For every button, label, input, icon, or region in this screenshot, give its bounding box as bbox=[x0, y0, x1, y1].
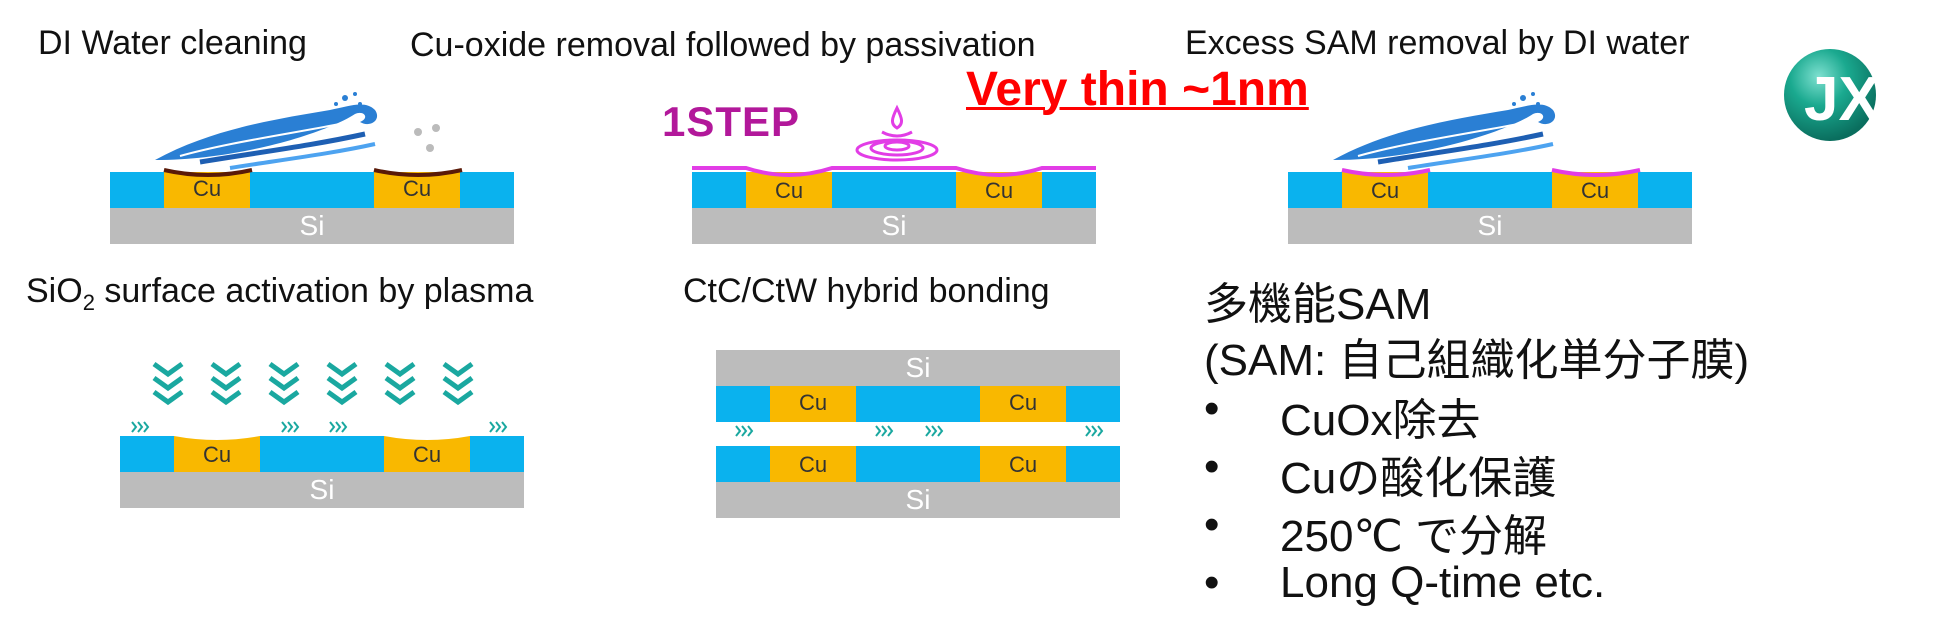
cu-recess bbox=[174, 436, 470, 440]
emphasis-very-thin: Very thin ~1nm bbox=[966, 63, 1309, 116]
water-wave-icon bbox=[1333, 92, 1556, 170]
panel-cu-oxide: Cu Cu Si bbox=[692, 80, 1112, 250]
plasma-chevrons-icon bbox=[152, 361, 474, 406]
cu-label: Cu bbox=[402, 176, 432, 201]
cu-label: Cu bbox=[1008, 390, 1038, 415]
logo-text: JX bbox=[1804, 65, 1880, 134]
cu-label: Cu bbox=[798, 390, 828, 415]
cu-pad bbox=[374, 172, 460, 208]
bonding-interface bbox=[735, 422, 1104, 444]
bullet-text: Long Q-time etc. bbox=[1280, 558, 1606, 607]
panel-excess-sam: Cu Cu Si bbox=[1288, 80, 1708, 250]
si-substrate-top bbox=[716, 350, 1120, 386]
bullet-text: Cuの酸化保護 bbox=[1280, 454, 1557, 503]
si-label: Si bbox=[881, 210, 907, 241]
cu-label: Cu bbox=[412, 442, 442, 467]
cu-pad bbox=[770, 446, 856, 482]
cu-label: Cu bbox=[1370, 178, 1400, 203]
bullet-dot: • bbox=[1204, 384, 1220, 433]
title-hybrid-bonding: CtC/CtW hybrid bonding bbox=[683, 272, 1050, 310]
cu-pad bbox=[980, 446, 1066, 482]
bullet-dot: • bbox=[1204, 558, 1220, 607]
cu-pad bbox=[1342, 172, 1428, 208]
si-substrate bbox=[692, 208, 1096, 244]
droplet-ripple-icon bbox=[855, 104, 939, 162]
cu-pad bbox=[164, 172, 250, 208]
si-label: Si bbox=[1477, 210, 1503, 241]
title-di-water-cleaning: DI Water cleaning bbox=[38, 24, 307, 62]
bullet-dot: • bbox=[1204, 442, 1220, 491]
cu-pad bbox=[174, 436, 260, 472]
cu-pad bbox=[956, 172, 1042, 208]
si-substrate bbox=[110, 208, 514, 244]
si-substrate-bottom bbox=[716, 482, 1120, 518]
si-substrate bbox=[1288, 208, 1692, 244]
sam-layer bbox=[1341, 168, 1641, 177]
si-label: Si bbox=[905, 352, 931, 383]
sam-heading: 多機能SAM bbox=[1204, 280, 1432, 329]
cu-label: Cu bbox=[202, 442, 232, 467]
bullet-text: 250℃ で分解 bbox=[1280, 512, 1548, 561]
cu-label: Cu bbox=[798, 452, 828, 477]
cu-pad bbox=[746, 172, 832, 208]
cu-pad bbox=[384, 436, 470, 472]
si-substrate bbox=[120, 472, 524, 508]
particles-icon bbox=[410, 122, 440, 158]
cu-label: Cu bbox=[192, 176, 222, 201]
sam-subheading: (SAM: 自己組織化単分子膜) bbox=[1204, 336, 1750, 385]
bullet-dot: • bbox=[1204, 500, 1220, 549]
si-label: Si bbox=[309, 474, 335, 505]
sam-layer bbox=[692, 166, 1096, 177]
si-label: Si bbox=[299, 210, 325, 241]
cu-label: Cu bbox=[1008, 452, 1038, 477]
cu-pad bbox=[980, 386, 1066, 422]
water-wave-icon bbox=[155, 92, 378, 170]
step-label: 1STEP bbox=[662, 98, 801, 145]
jx-logo: JX bbox=[1778, 40, 1898, 150]
sio2-prefix: SiO bbox=[26, 272, 83, 310]
cu-oxide-layer bbox=[163, 168, 463, 177]
cu-label: Cu bbox=[1580, 178, 1610, 203]
sam-bullet-list: • CuOx除去 • Cuの酸化保護 • 250℃ で分解 • Long Q-t… bbox=[1204, 384, 1904, 624]
si-label: Si bbox=[905, 484, 931, 515]
activation-marks-icon bbox=[131, 421, 508, 433]
panel-di-water: Cu Cu Si bbox=[110, 80, 530, 250]
cu-label: Cu bbox=[984, 178, 1014, 203]
cu-pad bbox=[1552, 172, 1638, 208]
sio2-suffix: surface activation by plasma bbox=[94, 272, 534, 310]
cu-label: Cu bbox=[774, 178, 804, 203]
title-cu-oxide-removal: Cu-oxide removal followed by passivation bbox=[410, 26, 1036, 64]
cu-pad bbox=[770, 386, 856, 422]
panel-hybrid-bonding: Si Cu Cu Cu Cu Si bbox=[716, 350, 1136, 520]
sio2-subscript: 2 bbox=[82, 289, 95, 315]
title-excess-sam-removal: Excess SAM removal by DI water bbox=[1185, 24, 1690, 62]
bullet-text: CuOx除去 bbox=[1280, 396, 1481, 445]
panel-plasma: Cu Cu Si bbox=[120, 360, 540, 520]
title-sio2-activation: SiO2 surface activation by plasma bbox=[26, 272, 533, 316]
